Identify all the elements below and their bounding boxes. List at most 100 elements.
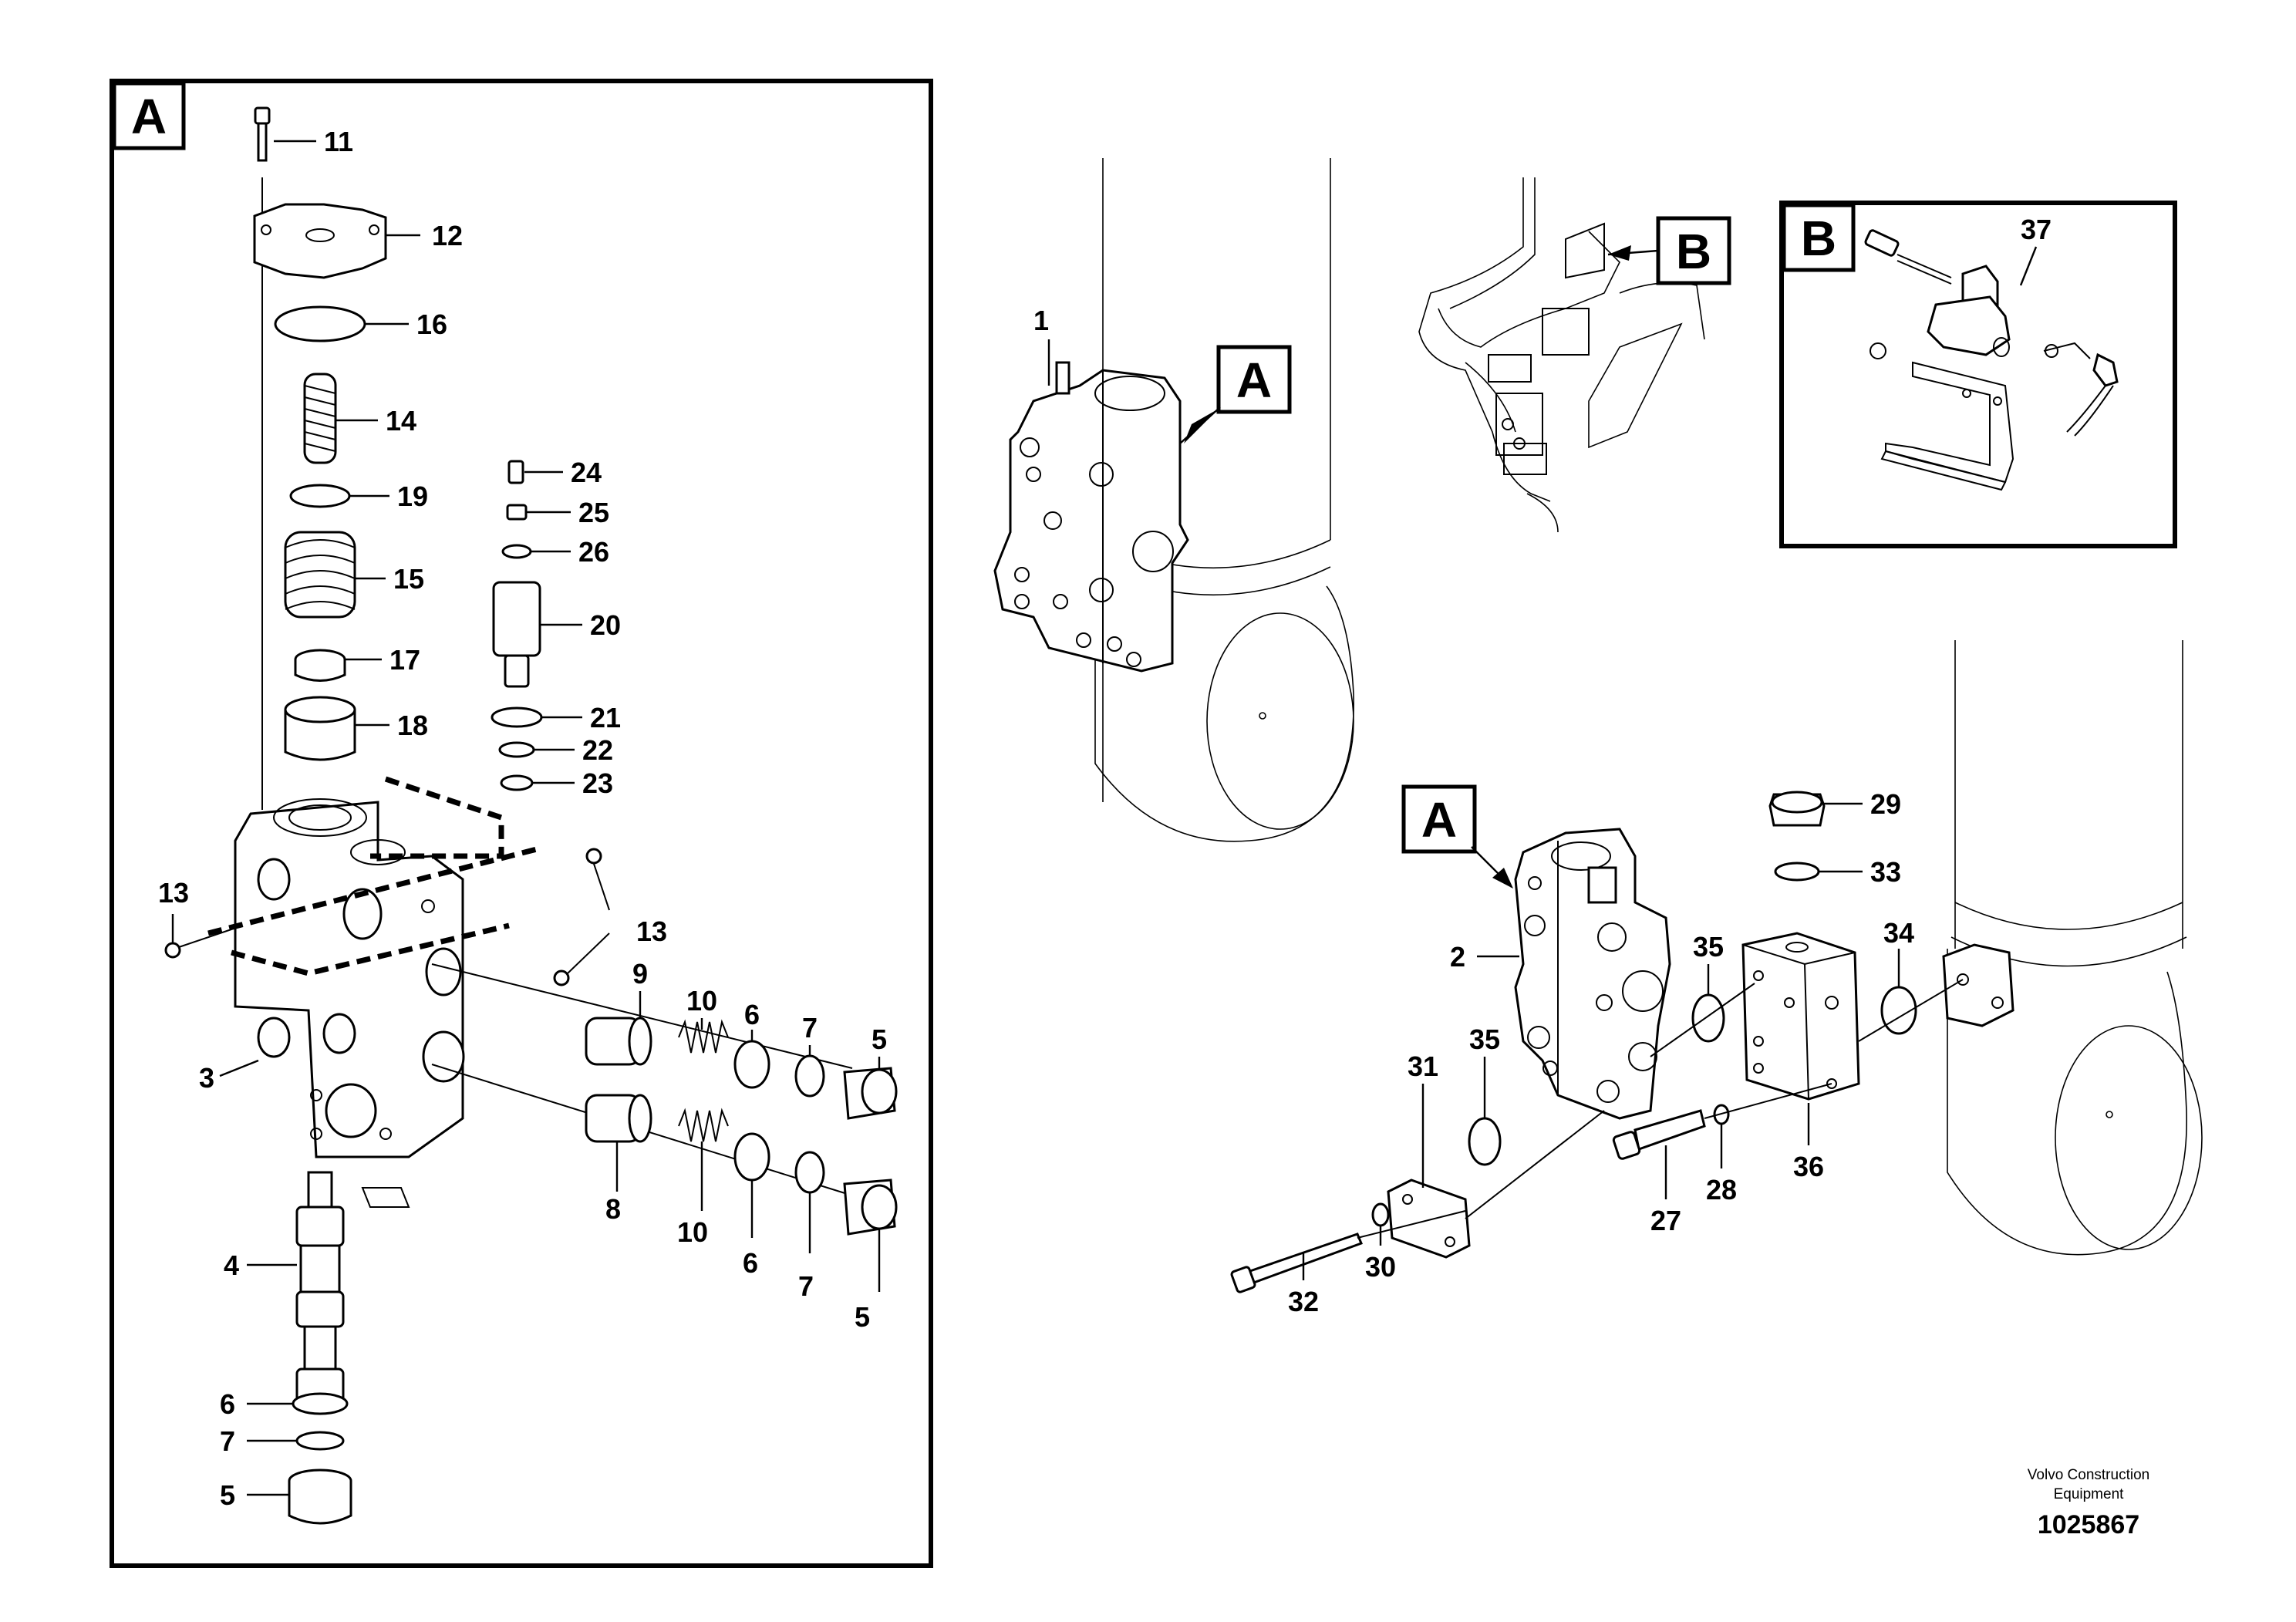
callout-9: 9 bbox=[632, 958, 648, 990]
part-oring-33 bbox=[1774, 862, 1820, 882]
part-oring-bottom bbox=[292, 1392, 349, 1415]
detail-a-frame-tag: A bbox=[131, 89, 167, 144]
callout-5-right: 5 bbox=[855, 1301, 870, 1333]
part-bolt bbox=[254, 106, 271, 162]
callout-21: 21 bbox=[590, 702, 621, 733]
callout-5-left: 5 bbox=[220, 1479, 235, 1511]
tag-a-installed: A bbox=[1179, 345, 1292, 444]
callout-24: 24 bbox=[571, 457, 602, 488]
callout-37: 37 bbox=[2021, 214, 2052, 245]
callout-10-top: 10 bbox=[686, 985, 717, 1017]
callout-6-top: 6 bbox=[744, 999, 760, 1030]
part-long-bolt bbox=[1230, 1233, 1363, 1293]
dashed-links bbox=[207, 776, 541, 976]
part-pressure-switch-stack bbox=[491, 460, 543, 791]
callout-35-right: 35 bbox=[1693, 931, 1724, 963]
valve-installed bbox=[993, 361, 1189, 673]
footer-block: Volvo Construction Equipment 1025867 bbox=[2028, 1467, 2149, 1539]
detail-b-frame-tag: B bbox=[1801, 211, 1836, 266]
callout-7-left: 7 bbox=[220, 1425, 235, 1457]
part-screws-13 bbox=[164, 848, 610, 986]
part-spring-large bbox=[284, 531, 356, 619]
part-plug-bottom bbox=[288, 1469, 352, 1525]
part-washer bbox=[289, 484, 351, 508]
callout-12: 12 bbox=[432, 220, 463, 251]
callout-1: 1 bbox=[1033, 305, 1049, 336]
detail-b-frame: B bbox=[1779, 201, 2177, 548]
callout-30: 30 bbox=[1365, 1251, 1396, 1283]
callout-13-right: 13 bbox=[636, 916, 667, 947]
part-bolt-27 bbox=[1612, 1109, 1706, 1160]
callout-18: 18 bbox=[397, 710, 428, 741]
callout-25: 25 bbox=[578, 497, 609, 528]
part-solenoid-valve bbox=[1864, 229, 2119, 491]
part-oring bbox=[274, 305, 366, 342]
callouts-detail-a: 11 12 16 14 19 15 17 18 24 25 26 20 21 2… bbox=[158, 126, 887, 1511]
callout-34: 34 bbox=[1883, 917, 1914, 949]
bolt27-axis bbox=[1704, 1083, 1832, 1119]
callout-31: 31 bbox=[1408, 1050, 1438, 1082]
callout-28: 28 bbox=[1706, 1174, 1737, 1206]
callout-22: 22 bbox=[582, 734, 613, 766]
callout-26: 26 bbox=[578, 536, 609, 568]
tag-b-overview: B bbox=[1607, 216, 1731, 285]
callout-32: 32 bbox=[1288, 1286, 1319, 1317]
part-adapter-block bbox=[1741, 932, 1860, 1101]
block-axis bbox=[1650, 983, 1755, 1057]
part-oring-35-right bbox=[1691, 993, 1725, 1043]
part-piston-row-upper bbox=[431, 963, 898, 1120]
callout-36: 36 bbox=[1793, 1151, 1824, 1182]
callout-29: 29 bbox=[1870, 788, 1901, 820]
callout-10-bottom: 10 bbox=[677, 1216, 708, 1248]
detail-a-frame: A bbox=[110, 79, 933, 1568]
callout-5-top: 5 bbox=[872, 1023, 887, 1055]
callout-6-right: 6 bbox=[743, 1247, 758, 1279]
part-cover-plate bbox=[1387, 1110, 1605, 1259]
callout-27: 27 bbox=[1650, 1205, 1681, 1236]
callouts-right: 29 33 34 35 35 31 36 28 27 30 32 bbox=[1288, 788, 1914, 1317]
part-spool bbox=[295, 1171, 345, 1405]
part-cap bbox=[253, 203, 387, 279]
callout-11: 11 bbox=[324, 126, 353, 157]
callout-8: 8 bbox=[605, 1193, 621, 1225]
part-valve-2 bbox=[1514, 828, 1671, 1120]
callout-23: 23 bbox=[582, 767, 613, 799]
callout-4: 4 bbox=[224, 1249, 239, 1281]
tag-a-exploded: A bbox=[1401, 784, 1513, 889]
callout-35-left: 35 bbox=[1469, 1023, 1500, 1055]
leader-37 bbox=[2019, 246, 2038, 286]
callout-3: 3 bbox=[199, 1062, 214, 1094]
callout-16: 16 bbox=[416, 309, 447, 340]
callout-14: 14 bbox=[386, 405, 416, 437]
company-name-line1: Volvo Construction bbox=[2028, 1467, 2149, 1483]
callout-19: 19 bbox=[397, 481, 428, 512]
callout-17: 17 bbox=[389, 644, 420, 676]
callout-33: 33 bbox=[1870, 856, 1901, 888]
tag-a-exploded-label: A bbox=[1421, 792, 1457, 848]
part-piston-row-lower bbox=[431, 1064, 898, 1236]
callout-7-right: 7 bbox=[798, 1270, 814, 1302]
part-spring-seat bbox=[294, 649, 346, 682]
part-washer-30 bbox=[1371, 1202, 1390, 1227]
company-name-line2: Equipment bbox=[2054, 1486, 2125, 1502]
tag-b-overview-label: B bbox=[1676, 224, 1711, 279]
callout-20: 20 bbox=[590, 609, 621, 641]
part-sleeve bbox=[284, 696, 356, 761]
bolt-axis bbox=[1357, 1210, 1466, 1239]
part-spring-small bbox=[303, 373, 337, 464]
part-valve-body bbox=[234, 798, 465, 1208]
part-backup-ring-bottom bbox=[295, 1431, 345, 1451]
tag-a-installed-label: A bbox=[1236, 352, 1272, 408]
oring-axis bbox=[1858, 979, 1964, 1042]
callout-15: 15 bbox=[393, 563, 424, 595]
machine-overview bbox=[1418, 177, 1705, 533]
callout-13-left: 13 bbox=[158, 877, 189, 909]
part-oring-35-left bbox=[1468, 1117, 1502, 1166]
callout-2: 2 bbox=[1450, 941, 1465, 973]
callout-7-top: 7 bbox=[802, 1012, 818, 1044]
callout-6-left: 6 bbox=[220, 1388, 235, 1420]
part-plug-29 bbox=[1768, 791, 1826, 827]
drawing-number: 1025867 bbox=[2038, 1510, 2139, 1539]
cylinder-lower bbox=[1942, 640, 2203, 1256]
